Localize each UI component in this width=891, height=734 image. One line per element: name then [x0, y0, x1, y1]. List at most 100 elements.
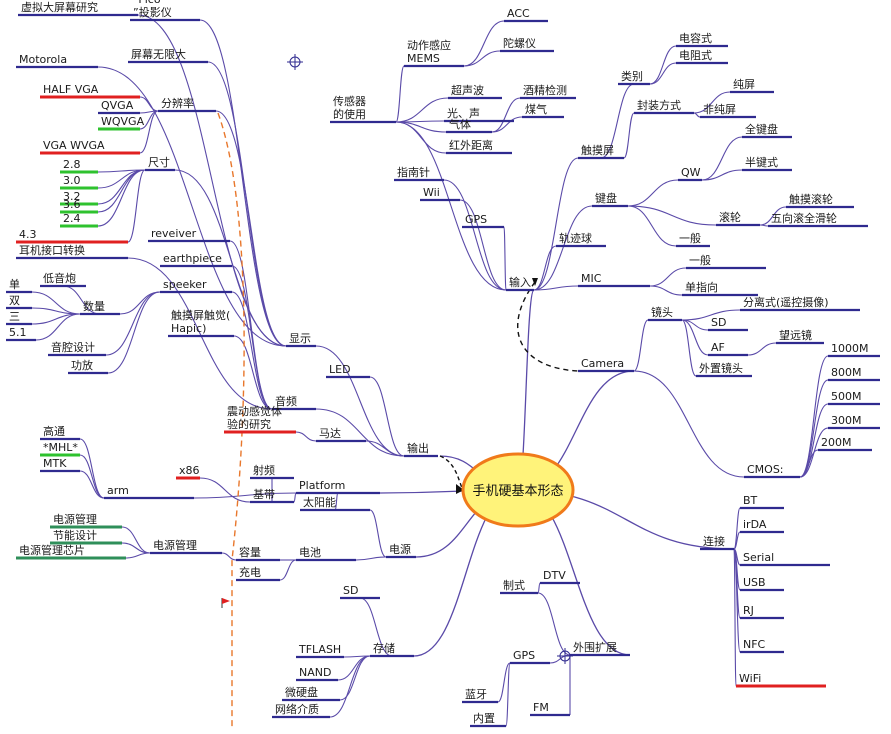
node-qiti[interactable]: 气体	[446, 117, 492, 134]
node-m300[interactable]: 300M	[828, 414, 880, 430]
node-tflash[interactable]: TFLASH	[296, 643, 344, 659]
node-guijiqiu[interactable]: 轨迹球	[556, 231, 606, 248]
node-chumoping[interactable]: 触摸屏	[578, 143, 624, 160]
node-taiyangneng[interactable]: 太阳能	[300, 495, 370, 512]
node-waizhi[interactable]: 外置镜头	[696, 361, 752, 378]
node-s28[interactable]: 2.8	[60, 158, 98, 174]
node-chumo_hapic[interactable]: 触摸屏触觉(Hapic)	[168, 308, 234, 338]
node-dianzu[interactable]: 电阻式	[676, 49, 728, 65]
node-platform[interactable]: Platform	[296, 479, 380, 495]
node-fengzhuang[interactable]: 封装方式	[634, 98, 694, 115]
node-wifi[interactable]: WiFi	[736, 672, 826, 688]
node-feichunping[interactable]: 非纯屏	[700, 103, 756, 119]
node-shuru[interactable]: 输入	[506, 275, 534, 292]
node-s32[interactable]: 3.2	[60, 190, 98, 206]
node-jieneng[interactable]: 节能设计	[50, 528, 122, 545]
node-gunlun[interactable]: 滚轮	[716, 210, 760, 227]
node-cmos[interactable]: CMOS:	[744, 463, 800, 479]
node-s36[interactable]: 3.6	[60, 198, 98, 214]
node-m500[interactable]: 500M	[828, 390, 880, 406]
node-san[interactable]: 三	[6, 310, 32, 326]
node-jidai[interactable]: 基带	[250, 488, 294, 504]
node-nand[interactable]: NAND	[296, 666, 338, 682]
node-wangluo[interactable]: 网络介质	[272, 702, 330, 719]
node-gongfang[interactable]: 功放	[68, 358, 108, 375]
node-zhishi[interactable]: 制式	[500, 579, 538, 595]
node-yinqiang[interactable]: 音腔设计	[48, 340, 106, 357]
node-xianshi[interactable]: 显示	[286, 332, 316, 348]
node-gaotong[interactable]: 高通	[40, 424, 80, 441]
node-af[interactable]: AF	[708, 341, 748, 357]
node-chumogunlun[interactable]: 触摸滚轮	[786, 192, 854, 209]
node-shepin[interactable]: 射频	[250, 463, 294, 480]
node-quanjianpan[interactable]: 全键盘	[742, 122, 792, 139]
node-mtk[interactable]: MTK	[40, 457, 80, 473]
node-fenlishi[interactable]: 分离式(遥控摄像)	[740, 295, 860, 312]
node-banjianshi[interactable]: 半键式	[742, 155, 792, 172]
node-neizhi[interactable]: 内置	[470, 711, 506, 728]
node-earthpiece[interactable]: earthpiece	[160, 252, 232, 268]
node-pingmu[interactable]: 屏幕无限大	[128, 47, 208, 64]
node-qvga[interactable]: QVGA	[98, 99, 140, 115]
node-arm[interactable]: arm	[104, 484, 194, 500]
node-meiqi[interactable]: 煤气	[522, 102, 564, 119]
node-m200[interactable]: 200M	[818, 436, 872, 452]
node-dtv[interactable]: DTV	[540, 569, 580, 585]
node-danzhixiang[interactable]: 单指向	[682, 280, 758, 297]
node-gps_in[interactable]: GPS	[462, 213, 504, 229]
central-topic-ellipse[interactable]	[461, 452, 575, 528]
node-yiban_kb[interactable]: 一般	[676, 232, 710, 248]
node-sd_store[interactable]: SD	[340, 584, 380, 600]
node-serial[interactable]: Serial	[740, 551, 830, 567]
node-wuxianggun[interactable]: 五向滚全滑轮	[768, 211, 868, 228]
node-rj[interactable]: RJ	[740, 604, 784, 620]
node-zhinanzhen[interactable]: 指南针	[394, 165, 444, 182]
node-lianjie[interactable]: 连接	[700, 535, 734, 551]
node-dan[interactable]: 单	[6, 278, 32, 294]
node-erji[interactable]: 耳机接口转换	[16, 243, 128, 260]
node-waiwei[interactable]: 外围扩展	[570, 640, 630, 657]
node-bt[interactable]: BT	[740, 494, 784, 510]
node-jingtou[interactable]: 镜头	[648, 305, 682, 322]
node-yinpin[interactable]: 音频	[272, 394, 316, 411]
node-motorola[interactable]: Motorola	[16, 53, 98, 69]
node-chaoshengbo[interactable]: 超声波	[448, 83, 502, 100]
node-irda[interactable]: irDA	[740, 518, 784, 534]
node-leibie[interactable]: 类别	[618, 69, 650, 86]
node-zhendong[interactable]: 震动感觉体验的研究	[224, 404, 296, 434]
node-lanya[interactable]: 蓝牙	[462, 688, 498, 704]
node-halfvga[interactable]: HALF VGA	[40, 83, 140, 99]
node-jiujing[interactable]: 酒精检测	[520, 83, 576, 100]
node-pico[interactable]: “Pico”投影仪	[130, 0, 200, 22]
node-guangsheng[interactable]: 光、声	[444, 106, 514, 123]
node-dianyuan_guanli1[interactable]: 电源管理	[50, 512, 122, 529]
node-diyinpao[interactable]: 低音炮	[40, 271, 86, 288]
node-nfc[interactable]: NFC	[740, 638, 784, 654]
node-s43[interactable]: 4.3	[16, 228, 128, 244]
node-weiyingpan[interactable]: 微硬盘	[282, 685, 340, 702]
node-dianyuan_xinpian[interactable]: 电源管理芯片	[16, 543, 126, 560]
node-mic[interactable]: MIC	[578, 272, 650, 288]
node-rongliang[interactable]: 容量	[236, 545, 280, 562]
node-dianchi[interactable]: 电池	[296, 546, 356, 562]
node-chongdian[interactable]: 充电	[236, 565, 280, 582]
node-shuliang[interactable]: 数量	[80, 300, 120, 316]
node-fm[interactable]: FM	[530, 701, 570, 717]
node-camera[interactable]: Camera	[578, 357, 634, 373]
node-led[interactable]: LED	[326, 363, 370, 379]
node-xuni[interactable]: 虚拟大屏幕研究	[18, 0, 138, 17]
node-receiver[interactable]: reveiver	[148, 227, 230, 243]
node-mada[interactable]: 马达	[316, 427, 366, 443]
node-usb[interactable]: USB	[740, 576, 784, 592]
node-jianpan[interactable]: 键盘	[592, 191, 628, 208]
node-shuang[interactable]: 双	[6, 294, 32, 310]
node-x86[interactable]: x86	[176, 464, 200, 480]
node-s30[interactable]: 3.0	[60, 174, 98, 190]
node-speeker[interactable]: speeker	[160, 278, 232, 294]
node-dianrong[interactable]: 电容式	[676, 31, 728, 48]
node-cunchu[interactable]: 存储	[370, 641, 414, 658]
node-dianyuan[interactable]: 电源	[386, 542, 416, 559]
node-chuanganqi[interactable]: 传感器的使用	[330, 95, 396, 124]
node-tuoluoyi[interactable]: 陀螺仪	[500, 36, 554, 53]
